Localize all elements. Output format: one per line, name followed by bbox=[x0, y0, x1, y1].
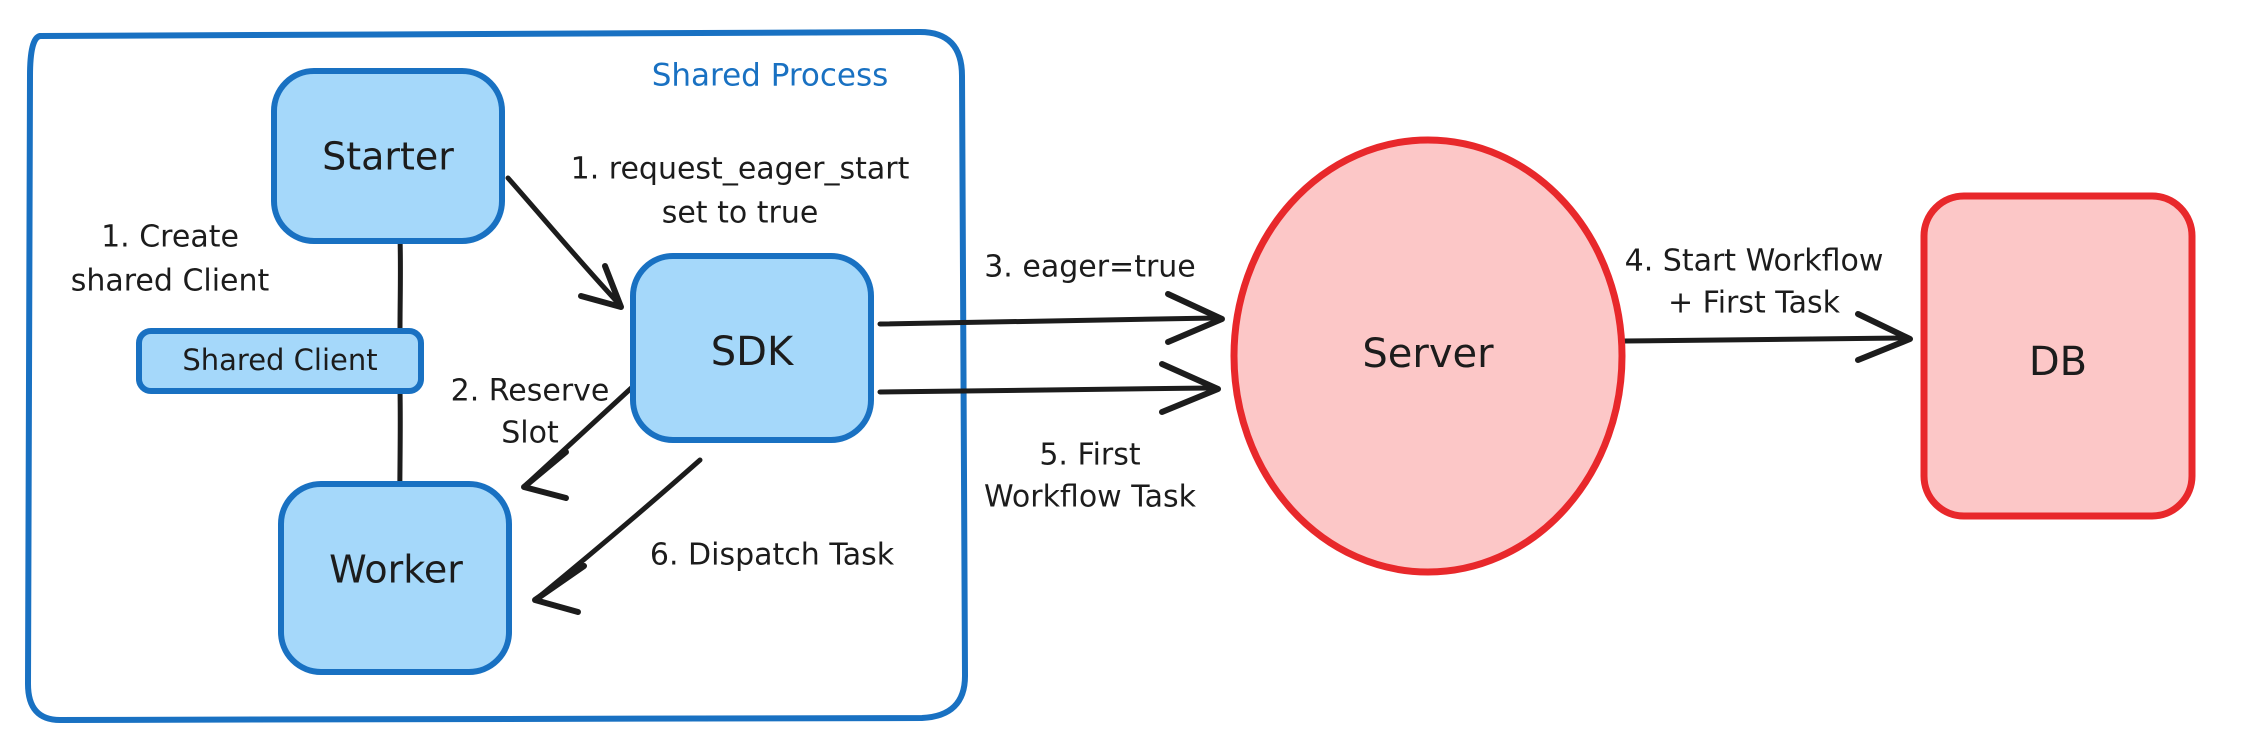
edge-label-create-shared-client-line1: 1. Create bbox=[101, 220, 239, 255]
node-starter-shape[interactable] bbox=[271, 68, 505, 244]
edge-label-start-workflow-line1: 4. Start Workflow bbox=[1625, 244, 1884, 279]
edge-label-first-workflow-task-line2: Workflow Task bbox=[984, 480, 1197, 515]
arrowhead-sdk-server-first-task bbox=[1159, 361, 1221, 415]
edge-label-reserve-slot-line2: Slot bbox=[501, 416, 559, 451]
node-worker[interactable]: Worker bbox=[278, 481, 512, 675]
edge-label-reserve-slot-line1: 2. Reserve bbox=[451, 374, 610, 409]
node-shared-client-shape[interactable] bbox=[136, 328, 424, 394]
node-starter-label: Starter bbox=[322, 135, 454, 179]
node-worker-shape[interactable] bbox=[278, 481, 512, 675]
arrowhead-starter-sdk bbox=[578, 263, 624, 310]
node-server[interactable]: Server bbox=[1230, 136, 1626, 576]
arrowhead-sdk-server-eager bbox=[1165, 291, 1225, 345]
shared-process-label: Shared Process bbox=[652, 58, 889, 94]
arrowhead-sdk-worker-dispatch bbox=[532, 563, 587, 615]
line-sdk-server-first-task bbox=[877, 385, 1213, 395]
shared-process-border bbox=[25, 29, 968, 723]
node-sdk-shape[interactable] bbox=[630, 253, 874, 443]
edge-dispatch-task: 6. Dispatch Task bbox=[532, 457, 895, 615]
node-db-shape[interactable] bbox=[1920, 192, 2196, 520]
edge-create-shared-client: 1. Create shared Client bbox=[71, 220, 403, 543]
node-starter[interactable]: Starter bbox=[271, 68, 505, 244]
arrowhead-sdk-worker-reserve bbox=[521, 449, 569, 501]
edge-label-create-shared-client-line2: shared Client bbox=[71, 264, 270, 299]
edge-reserve-slot: 2. Reserve Slot bbox=[451, 374, 643, 501]
node-sdk-label: SDK bbox=[711, 329, 795, 375]
node-db-label: DB bbox=[2029, 339, 2087, 385]
line-server-db bbox=[1621, 335, 1905, 344]
edge-label-first-workflow-task-line1: 5. First bbox=[1039, 438, 1141, 473]
shared-process-container: Shared Process bbox=[25, 29, 968, 723]
edge-eager-true: 3. eager=true bbox=[877, 250, 1225, 345]
edge-label-eager-true: 3. eager=true bbox=[984, 250, 1196, 285]
node-shared-client[interactable]: Shared Client bbox=[136, 328, 424, 394]
edge-label-dispatch-task: 6. Dispatch Task bbox=[650, 538, 895, 573]
edge-label-request-eager-start-line2: set to true bbox=[662, 196, 819, 231]
line-sdk-worker-dispatch bbox=[537, 457, 703, 599]
node-db[interactable]: DB bbox=[1920, 192, 2196, 520]
edge-label-request-eager-start-line1: 1. request_eager_start bbox=[571, 152, 910, 187]
node-server-shape[interactable] bbox=[1230, 136, 1626, 576]
node-worker-label: Worker bbox=[329, 548, 463, 592]
edge-request-eager-start: 1. request_eager_start set to true bbox=[505, 152, 910, 310]
arrowhead-server-db bbox=[1855, 311, 1913, 363]
edge-label-start-workflow-line2: + First Task bbox=[1668, 286, 1841, 321]
line-starter-sdk bbox=[505, 175, 623, 308]
node-server-label: Server bbox=[1362, 331, 1494, 377]
edge-start-workflow: 4. Start Workflow + First Task bbox=[1621, 244, 1913, 363]
node-shared-client-label: Shared Client bbox=[182, 343, 377, 377]
edge-first-workflow-task: 5. First Workflow Task bbox=[877, 361, 1221, 515]
node-sdk[interactable]: SDK bbox=[630, 253, 874, 443]
line-sdk-server-eager bbox=[877, 315, 1219, 327]
